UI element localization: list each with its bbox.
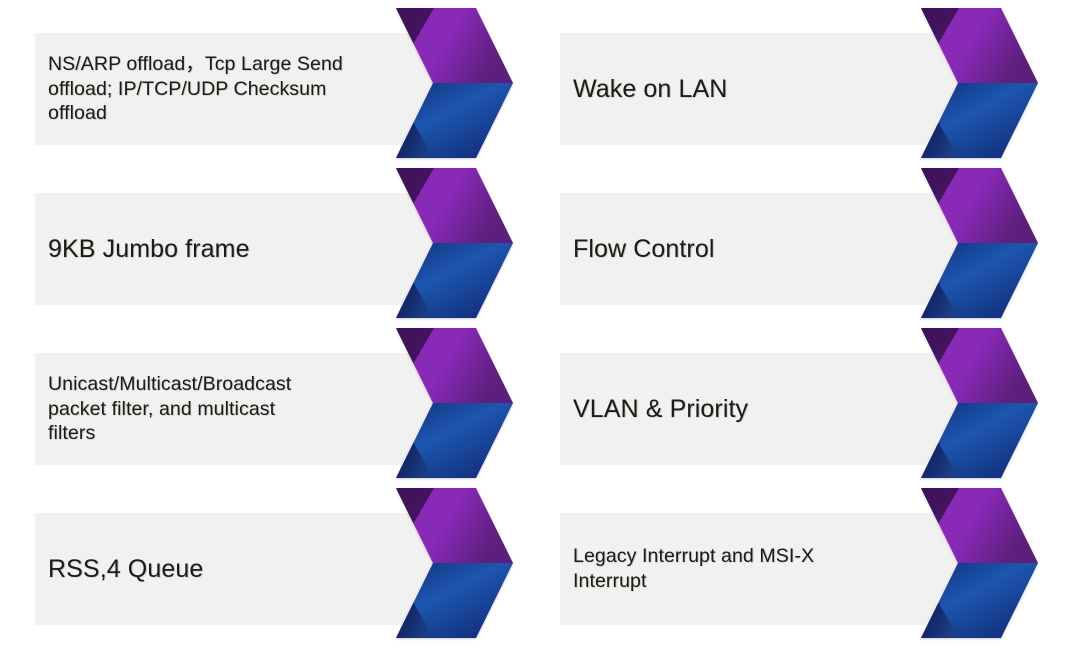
feature-bar-packet-filter: Unicast/Multicast/Broadcast packet filte… bbox=[35, 353, 440, 465]
feature-item-interrupts[interactable]: Legacy Interrupt and MSI-X Interrupt bbox=[560, 488, 1038, 638]
feature-label-vlan-priority: VLAN & Priority bbox=[573, 395, 749, 423]
feature-item-ns-arp-offload[interactable]: NS/ARP offload，Tcp Large Send offload; I… bbox=[35, 8, 513, 158]
feature-bar-flow-control: Flow Control bbox=[560, 193, 965, 305]
feature-label-flow-control: Flow Control bbox=[573, 235, 715, 263]
feature-bar-wake-on-lan: Wake on LAN bbox=[560, 33, 965, 145]
feature-item-jumbo-frame[interactable]: 9KB Jumbo frame bbox=[35, 168, 513, 318]
feature-label-ns-arp-offload: NS/ARP offload，Tcp Large Send offload; I… bbox=[48, 52, 343, 125]
feature-bar-jumbo-frame: 9KB Jumbo frame bbox=[35, 193, 440, 305]
feature-label-packet-filter: Unicast/Multicast/Broadcast packet filte… bbox=[48, 372, 292, 445]
feature-label-interrupts: Legacy Interrupt and MSI-X Interrupt bbox=[573, 545, 815, 592]
feature-item-rss-queue[interactable]: RSS,4 Queue bbox=[35, 488, 513, 638]
feature-label-rss-queue: RSS,4 Queue bbox=[48, 555, 204, 583]
feature-bar-ns-arp-offload: NS/ARP offload，Tcp Large Send offload; I… bbox=[35, 33, 440, 145]
feature-label-wake-on-lan: Wake on LAN bbox=[573, 75, 728, 103]
feature-label-jumbo-frame: 9KB Jumbo frame bbox=[48, 235, 250, 263]
feature-item-flow-control[interactable]: Flow Control bbox=[560, 168, 1038, 318]
feature-bar-rss-queue: RSS,4 Queue bbox=[35, 513, 440, 625]
feature-item-wake-on-lan[interactable]: Wake on LAN bbox=[560, 8, 1038, 158]
feature-item-packet-filter[interactable]: Unicast/Multicast/Broadcast packet filte… bbox=[35, 328, 513, 478]
feature-bar-interrupts: Legacy Interrupt and MSI-X Interrupt bbox=[560, 513, 965, 625]
feature-bar-vlan-priority: VLAN & Priority bbox=[560, 353, 965, 465]
feature-item-vlan-priority[interactable]: VLAN & Priority bbox=[560, 328, 1038, 478]
